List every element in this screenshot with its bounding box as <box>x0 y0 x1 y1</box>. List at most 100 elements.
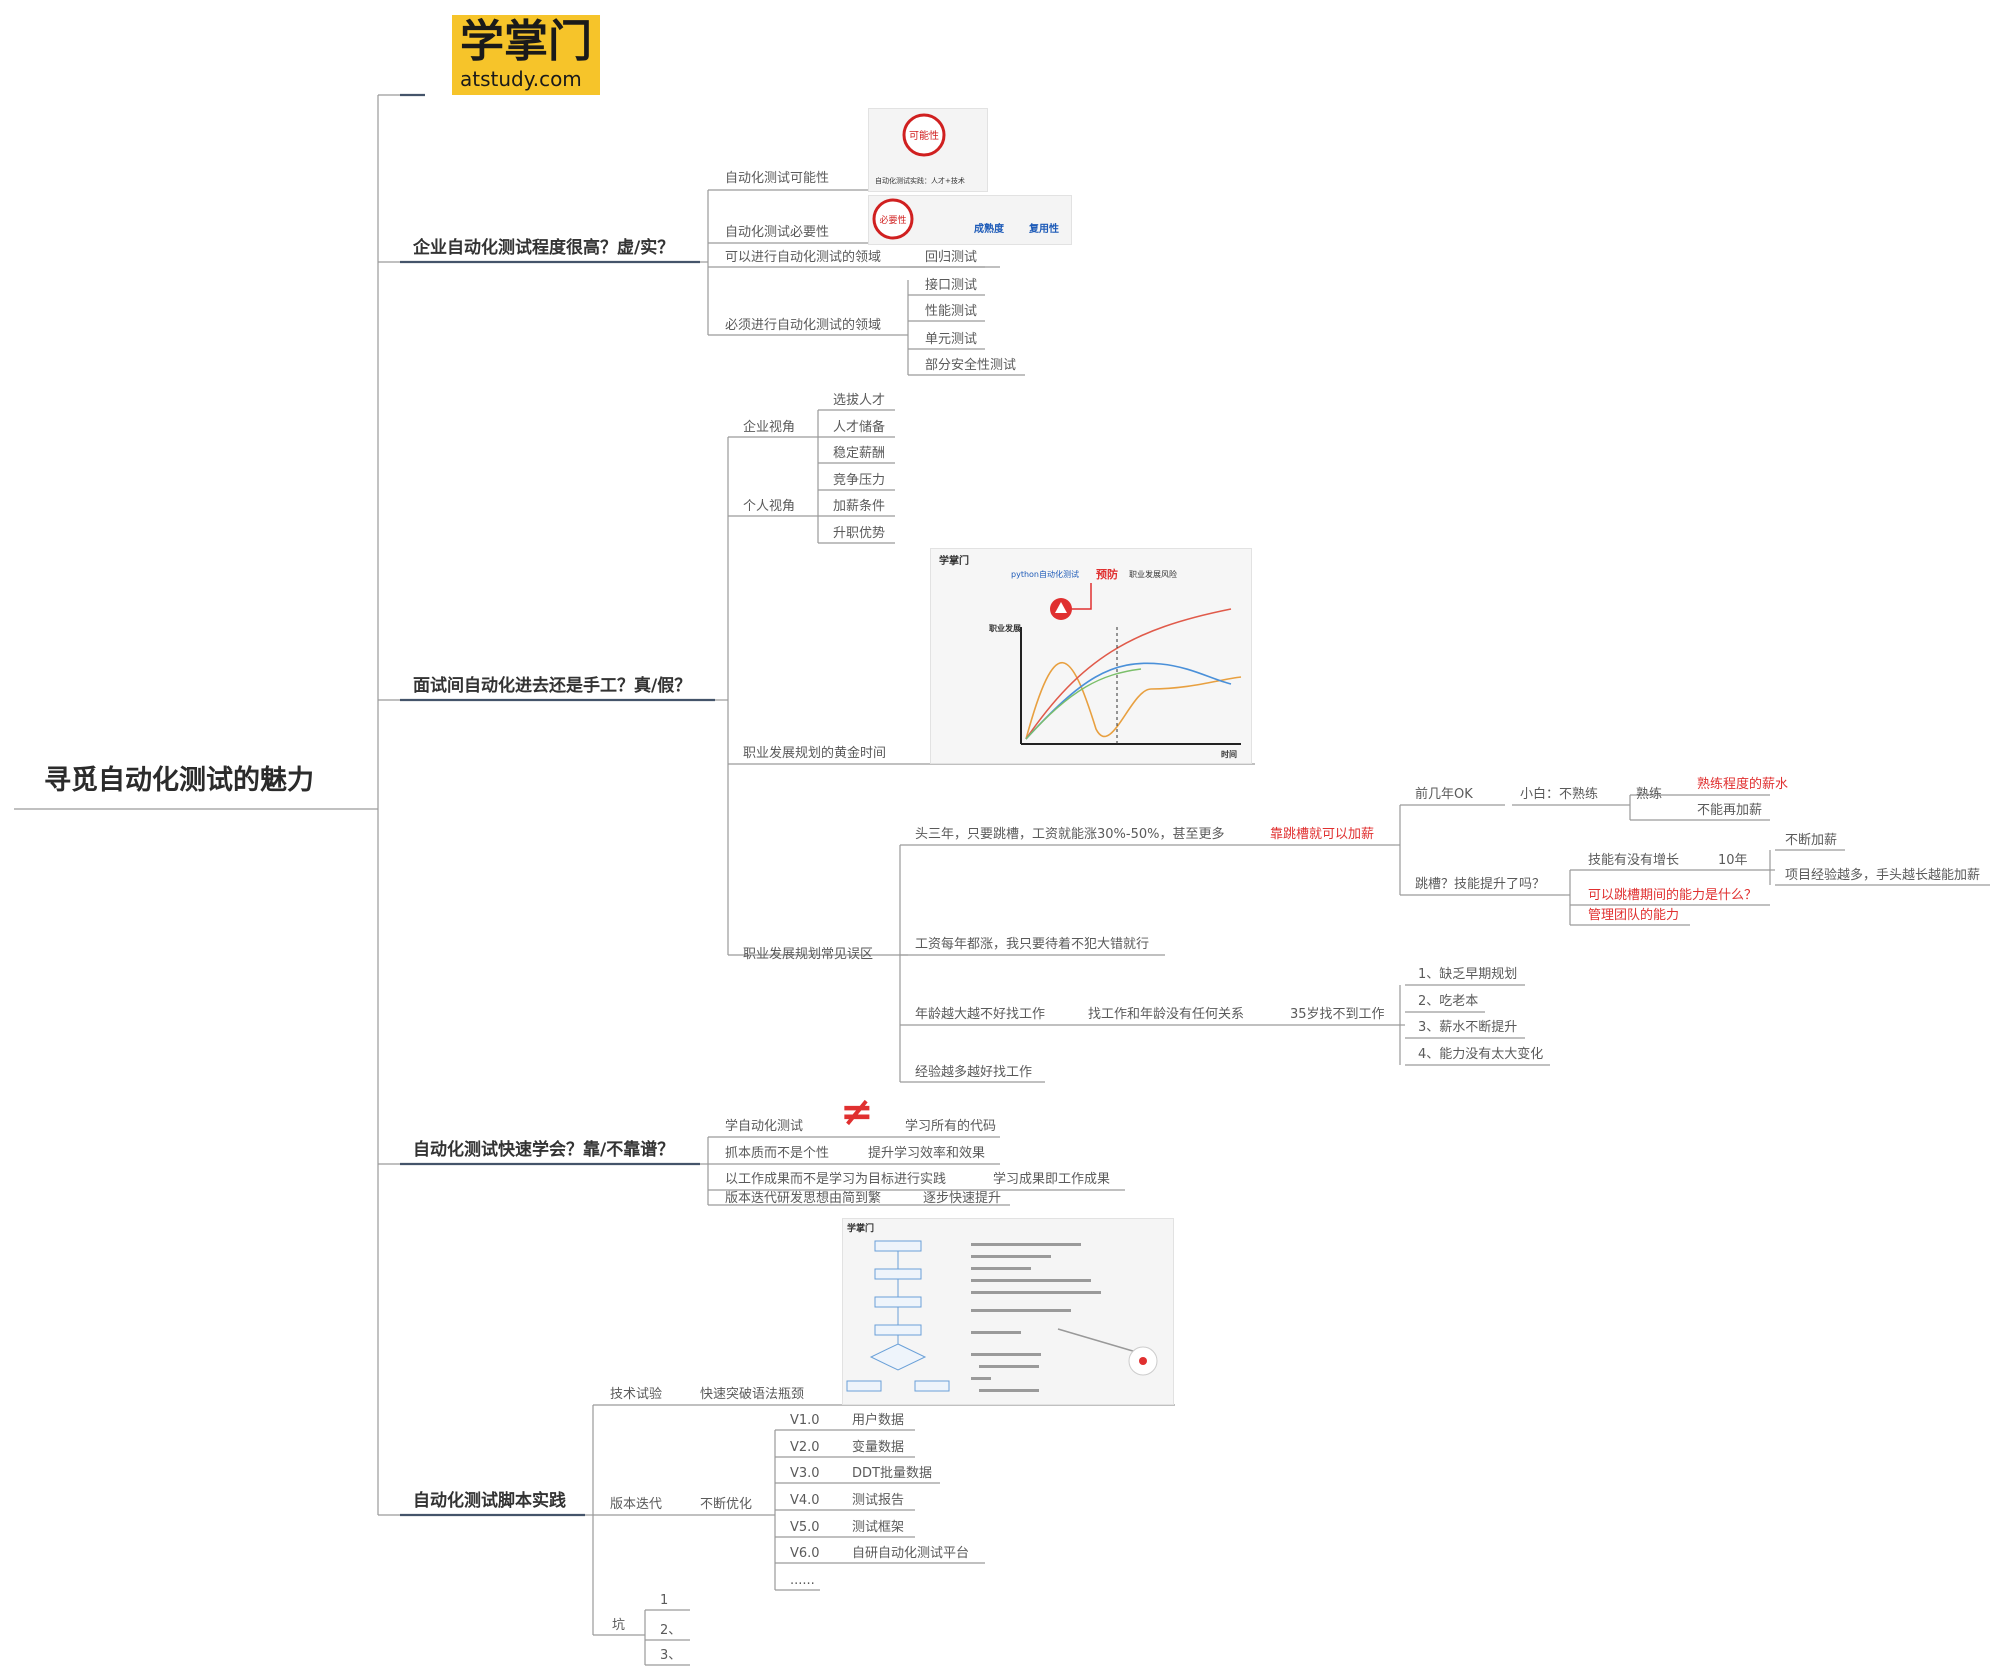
node-learn-all-code[interactable]: 学习所有的代码 <box>905 1119 997 1134</box>
node-age-unrelated[interactable]: 找工作和年龄没有任何关系 <box>1088 1007 1245 1022</box>
node-skill-improved-question[interactable]: 跳槽？技能提升了吗？ <box>1415 877 1546 892</box>
node-v5[interactable]: V5.0 <box>790 1520 820 1535</box>
node-automation-necessity[interactable]: 自动化测试必要性 <box>725 225 830 240</box>
node-newbie-unskilled[interactable]: 小白：不熟练 <box>1520 787 1599 802</box>
node-common-misconceptions[interactable]: 职业发展规划常见误区 <box>743 947 874 962</box>
node-no-more-raise[interactable]: 不能再加薪 <box>1697 803 1763 818</box>
branch-enterprise-automation[interactable]: 企业自动化测试程度很高？虚/实？ <box>413 238 675 258</box>
node-pitfall-1[interactable]: 1 <box>660 1593 669 1608</box>
node-security-test[interactable]: 部分安全性测试 <box>925 358 1017 373</box>
node-select-talent[interactable]: 选拔人才 <box>833 393 886 408</box>
node-more-versions[interactable]: ...... <box>790 1573 815 1588</box>
node-skilled[interactable]: 熟练 <box>1636 787 1663 802</box>
image-necessity: 必要性 成熟度 复用性 <box>868 195 1072 245</box>
node-v4[interactable]: V4.0 <box>790 1493 820 1508</box>
node-tech-experiment[interactable]: 技术试验 <box>610 1387 663 1402</box>
node-grasp-essence[interactable]: 抓本质而不是个性 <box>725 1146 830 1161</box>
node-keep-optimizing[interactable]: 不断优化 <box>700 1497 753 1512</box>
node-version-iteration-idea[interactable]: 版本迭代研发思想由简到繁 <box>725 1191 882 1206</box>
image-career-chart: 学掌门 python自动化测试 预防 职业发展风险 职业发展 时间 <box>930 548 1252 764</box>
chart-brand: 学掌门 <box>939 554 969 567</box>
atstudy-logo: 学掌门 atstudy.com <box>452 15 600 95</box>
possibility-caption: 自动化测试实践：人才+技术 <box>875 176 965 185</box>
node-skilled-salary[interactable]: 熟练程度的薪水 <box>1697 777 1789 792</box>
career-curve-chart: 学掌门 python自动化测试 预防 职业发展风险 职业发展 时间 <box>939 554 1242 759</box>
node-unit-test[interactable]: 单元测试 <box>925 332 978 347</box>
node-v4-desc[interactable]: 测试报告 <box>852 1493 905 1508</box>
node-talent-reserve[interactable]: 人才储备 <box>833 420 886 435</box>
node-can-automate-areas[interactable]: 可以进行自动化测试的领域 <box>725 250 882 265</box>
node-ten-years[interactable]: 10年 <box>1718 853 1748 868</box>
node-salary-keeps-rising[interactable]: 3、薪水不断提升 <box>1418 1020 1518 1035</box>
branch-interview-automation[interactable]: 面试间自动化进去还是手工？真/假？ <box>413 676 692 696</box>
chart-curve-blue <box>1025 662 1232 740</box>
node-regression-test[interactable]: 回归测试 <box>925 250 978 265</box>
node-v3[interactable]: V3.0 <box>790 1466 820 1481</box>
chart-y-label: 职业发展 <box>989 623 1021 633</box>
chart-title-part-a: python自动化测试 <box>1011 569 1079 579</box>
chart-curve-orange <box>1025 662 1242 740</box>
possibility-badge-text: 可能性 <box>909 129 939 142</box>
chart-curve-green <box>1025 668 1142 740</box>
node-competition-pressure[interactable]: 竞争压力 <box>833 473 886 488</box>
node-v1[interactable]: V1.0 <box>790 1413 820 1428</box>
branch-script-practice[interactable]: 自动化测试脚本实践 <box>413 1491 566 1511</box>
node-job-hop-raise-red[interactable]: 靠跳槽就可以加薪 <box>1270 827 1375 842</box>
node-personal-view[interactable]: 个人视角 <box>743 499 796 514</box>
node-interface-test[interactable]: 接口测试 <box>925 278 978 293</box>
node-v6-desc[interactable]: 自研自动化测试平台 <box>852 1546 970 1561</box>
node-v6[interactable]: V6.0 <box>790 1546 820 1561</box>
node-break-syntax-bottleneck[interactable]: 快速突破语法瓶颈 <box>700 1387 805 1402</box>
node-practice-for-results[interactable]: 以工作成果而不是学习为目标进行实践 <box>725 1172 947 1187</box>
node-must-automate-areas[interactable]: 必须进行自动化测试的领域 <box>725 318 882 333</box>
chart-x-label: 时间 <box>1221 749 1237 759</box>
node-living-on-past[interactable]: 2、吃老本 <box>1418 994 1479 1009</box>
chart-curve-red <box>1025 608 1232 740</box>
logo-chinese-text: 学掌门 <box>460 16 592 67</box>
node-promotion-advantage[interactable]: 升职优势 <box>833 526 886 541</box>
necessity-caption-reuse: 复用性 <box>1028 222 1059 235</box>
necessity-badge-text: 必要性 <box>879 214 906 226</box>
node-results-are-work[interactable]: 学习成果即工作成果 <box>993 1172 1111 1187</box>
node-step-fast-improve[interactable]: 逐步快速提升 <box>923 1191 1002 1206</box>
node-stable-salary[interactable]: 稳定薪酬 <box>833 446 886 461</box>
node-team-management[interactable]: 管理团队的能力 <box>1588 908 1680 923</box>
node-learn-automation[interactable]: 学自动化测试 <box>725 1119 804 1134</box>
node-v2[interactable]: V2.0 <box>790 1440 820 1455</box>
node-raise-condition[interactable]: 加薪条件 <box>833 499 886 514</box>
node-version-iteration[interactable]: 版本迭代 <box>610 1497 663 1512</box>
node-age-harder-job[interactable]: 年龄越大越不好找工作 <box>915 1007 1046 1022</box>
node-skill-growth[interactable]: 技能有没有增长 <box>1588 853 1680 868</box>
logo-english-text: atstudy.com <box>460 67 582 91</box>
branch-fast-learning[interactable]: 自动化测试快速学会？靠/不靠谱？ <box>413 1140 675 1160</box>
node-job-hop-raise[interactable]: 头三年，只要跳槽，工资就能涨30%-50%，甚至更多 <box>915 827 1225 842</box>
node-keep-raising[interactable]: 不断加薪 <box>1785 833 1838 848</box>
code-image-brand: 学掌门 <box>847 1222 874 1234</box>
node-automation-possibility[interactable]: 自动化测试可能性 <box>725 171 830 186</box>
node-experience-easier-job[interactable]: 经验越多越好找工作 <box>915 1065 1033 1080</box>
node-performance-test[interactable]: 性能测试 <box>925 304 978 319</box>
node-v1-desc[interactable]: 用户数据 <box>852 1413 905 1428</box>
node-first-years-ok[interactable]: 前几年OK <box>1415 787 1473 802</box>
node-v3-desc[interactable]: DDT批量数据 <box>852 1466 932 1481</box>
node-v5-desc[interactable]: 测试框架 <box>852 1520 905 1535</box>
not-equal-sign: ≠ <box>840 1089 874 1135</box>
node-ability-question[interactable]: 可以跳槽期间的能力是什么？ <box>1588 888 1758 903</box>
node-v2-desc[interactable]: 变量数据 <box>852 1440 905 1455</box>
node-improve-efficiency[interactable]: 提升学习效率和效果 <box>868 1146 986 1161</box>
chart-title-part-c: 职业发展风险 <box>1129 569 1177 579</box>
necessity-caption-maturity: 成熟度 <box>974 222 1005 235</box>
root-topic[interactable]: 寻觅自动化测试的魅力 <box>44 765 314 796</box>
node-age-35-no-job[interactable]: 35岁找不到工作 <box>1290 1007 1385 1022</box>
node-enterprise-view[interactable]: 企业视角 <box>743 420 796 435</box>
necessity-badge-graphic: 必要性 成熟度 复用性 <box>872 198 1059 240</box>
node-lack-early-planning[interactable]: 1、缺乏早期规划 <box>1418 967 1518 982</box>
node-more-project-experience[interactable]: 项目经验越多，手头越长越能加薪 <box>1785 868 1981 883</box>
node-salary-rises-yearly[interactable]: 工资每年都涨，我只要待着不犯大错就行 <box>915 937 1150 952</box>
image-possibility: 可能性 自动化测试实践：人才+技术 <box>868 108 988 192</box>
node-golden-time[interactable]: 职业发展规划的黄金时间 <box>743 746 887 761</box>
node-pitfall-2[interactable]: 2、 <box>660 1623 682 1638</box>
node-pitfalls[interactable]: 坑 <box>612 1618 626 1633</box>
node-ability-unchanged[interactable]: 4、能力没有太大变化 <box>1418 1047 1544 1062</box>
node-pitfall-3[interactable]: 3、 <box>660 1648 682 1663</box>
